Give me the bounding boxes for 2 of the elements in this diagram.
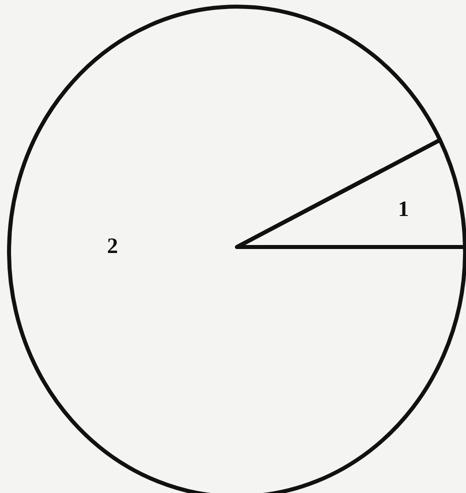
sector-number: 2 [107,235,118,257]
sector-number: 1 [398,198,409,220]
